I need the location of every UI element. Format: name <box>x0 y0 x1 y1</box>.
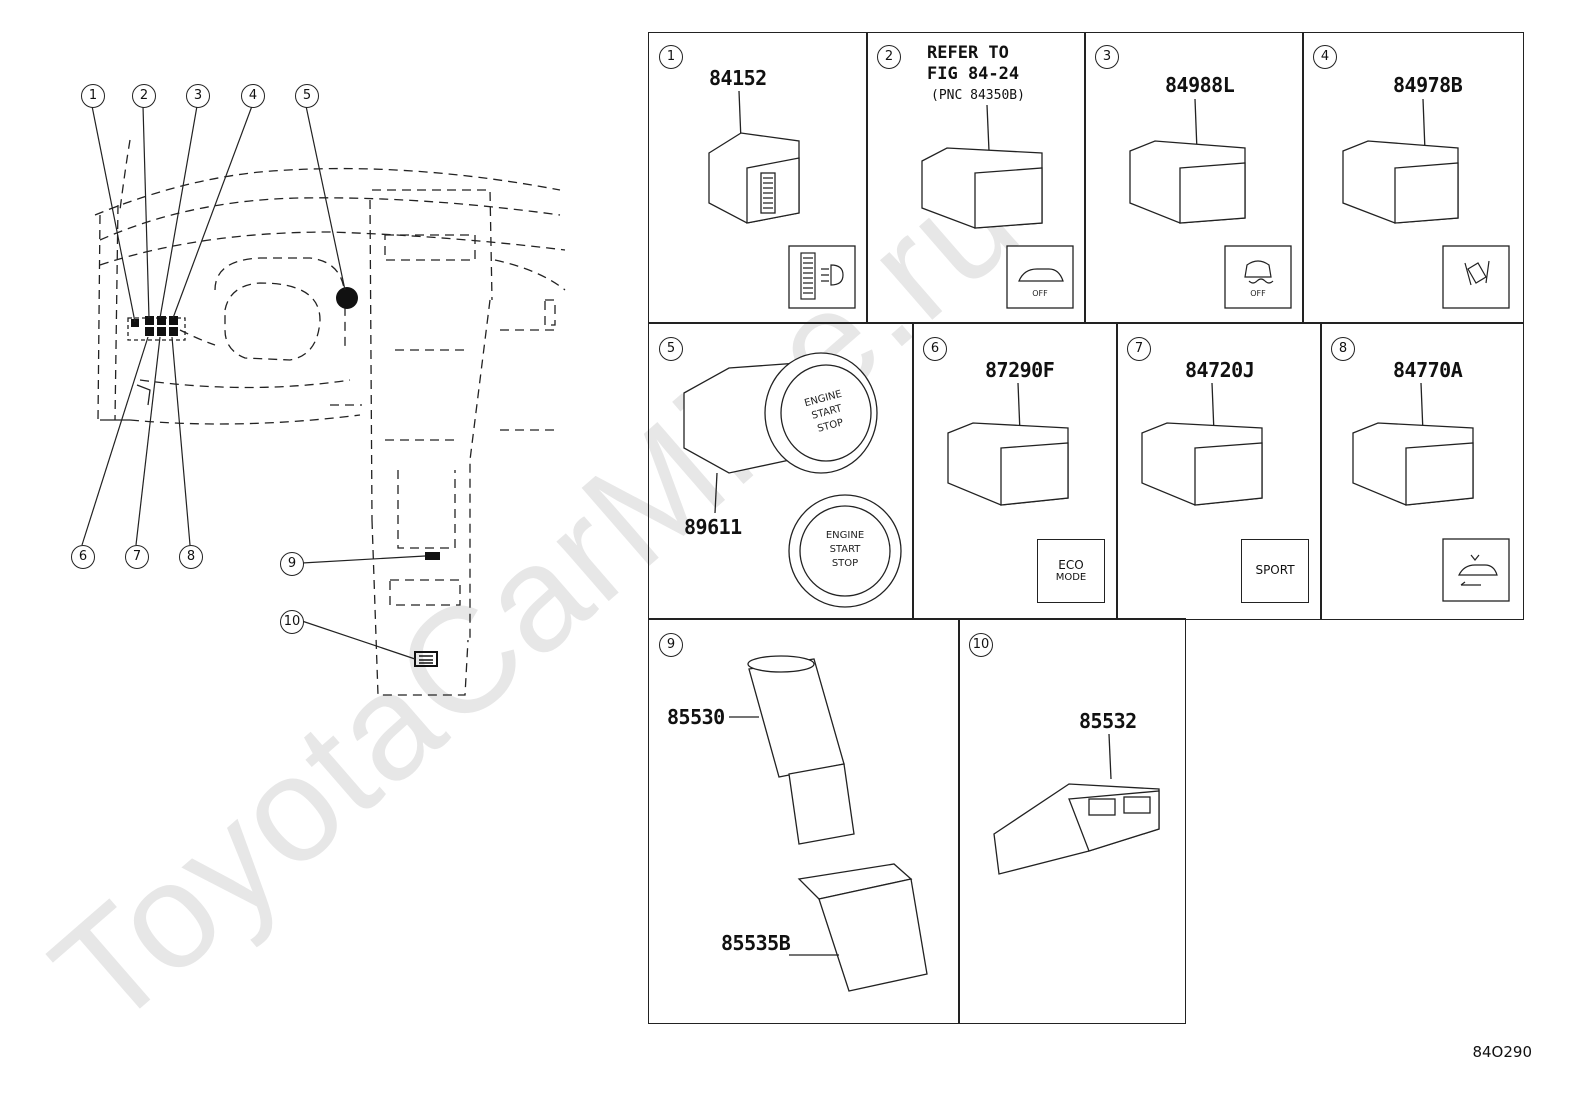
power-outlet-drawing <box>729 655 928 992</box>
cell-number: 8 <box>1331 337 1355 361</box>
pnc-reference: (PNC 84350B) <box>931 88 1025 103</box>
callout-9[interactable]: 9 <box>280 552 304 576</box>
cell-8[interactable]: 8 84770A <box>1320 322 1524 620</box>
cell-number: 3 <box>1095 45 1119 69</box>
usb-charger-drawing <box>993 733 1160 875</box>
eco-mode-switch-drawing <box>947 382 1069 506</box>
callout-10[interactable]: 10 <box>280 610 304 634</box>
part-number-cover: 85535B <box>721 931 791 955</box>
part-number: 84770A <box>1393 358 1463 382</box>
callout-7[interactable]: 7 <box>125 545 149 569</box>
cell-7[interactable]: 7 84720J SPORT <box>1116 322 1322 620</box>
callout-8[interactable]: 8 <box>179 545 203 569</box>
cell-2[interactable]: 2 REFER TO FIG 84-24 (PNC 84350B) OFF <box>866 32 1086 324</box>
figure-code: 84O290 <box>1472 1043 1532 1061</box>
cell-number: 1 <box>659 45 683 69</box>
cell-3[interactable]: 3 84988L OFF <box>1084 32 1304 324</box>
refer-to-line: REFER TO <box>927 43 1009 63</box>
part-number-socket: 85530 <box>667 705 725 729</box>
cell-10[interactable]: 10 85532 <box>958 618 1186 1024</box>
svg-text:ENGINE: ENGINE <box>826 530 864 541</box>
callout-1[interactable]: 1 <box>81 84 105 108</box>
cell-number: 4 <box>1313 45 1337 69</box>
off-label: OFF <box>1250 289 1266 298</box>
eco-mode-icon: ECO MODE <box>1037 539 1105 603</box>
svg-text:START: START <box>830 544 862 555</box>
part-number: 84720J <box>1185 358 1255 382</box>
engine-start-switch-drawing: ENGINE START STOP ENGINE START STOP <box>683 352 902 608</box>
part-number: 84988L <box>1165 73 1235 97</box>
cell-4[interactable]: 4 84978B <box>1302 32 1524 324</box>
off-label: OFF <box>1032 289 1048 298</box>
cell-5[interactable]: 5 89611 ENGINE START STOP ENGINE START S… <box>648 322 914 620</box>
part-number: 89611 <box>684 515 742 539</box>
callout-5[interactable]: 5 <box>295 84 319 108</box>
callout-3[interactable]: 3 <box>186 84 210 108</box>
part-number: 87290F <box>985 358 1055 382</box>
trac-off-switch-drawing: OFF <box>1129 98 1292 309</box>
headlight-leveling-switch-drawing <box>708 90 856 309</box>
part-number: 85532 <box>1079 709 1137 733</box>
callout-4[interactable]: 4 <box>241 84 265 108</box>
callout-2[interactable]: 2 <box>132 84 156 108</box>
pre-collision-switch-drawing <box>1352 382 1510 602</box>
cell-number: 6 <box>923 337 947 361</box>
part-number: 84152 <box>709 66 767 90</box>
cell-number: 2 <box>877 45 901 69</box>
cell-number: 9 <box>659 633 683 657</box>
cell-6[interactable]: 6 87290F ECO MODE <box>912 322 1118 620</box>
cell-1[interactable]: 1 84152 <box>648 32 868 324</box>
sport-mode-switch-drawing <box>1141 382 1263 506</box>
svg-text:STOP: STOP <box>832 558 858 569</box>
cell-9[interactable]: 9 85530 85535B <box>648 618 960 1024</box>
cell-number: 7 <box>1127 337 1151 361</box>
sport-mode-icon: SPORT <box>1241 539 1309 603</box>
part-number: 84978B <box>1393 73 1463 97</box>
figure-reference: FIG 84-24 <box>927 64 1020 84</box>
cell-number: 10 <box>969 633 993 657</box>
lane-departure-switch-drawing <box>1342 98 1510 309</box>
vsc-off-switch-drawing: OFF <box>921 104 1074 309</box>
cell-number: 5 <box>659 337 683 361</box>
callout-6[interactable]: 6 <box>71 545 95 569</box>
